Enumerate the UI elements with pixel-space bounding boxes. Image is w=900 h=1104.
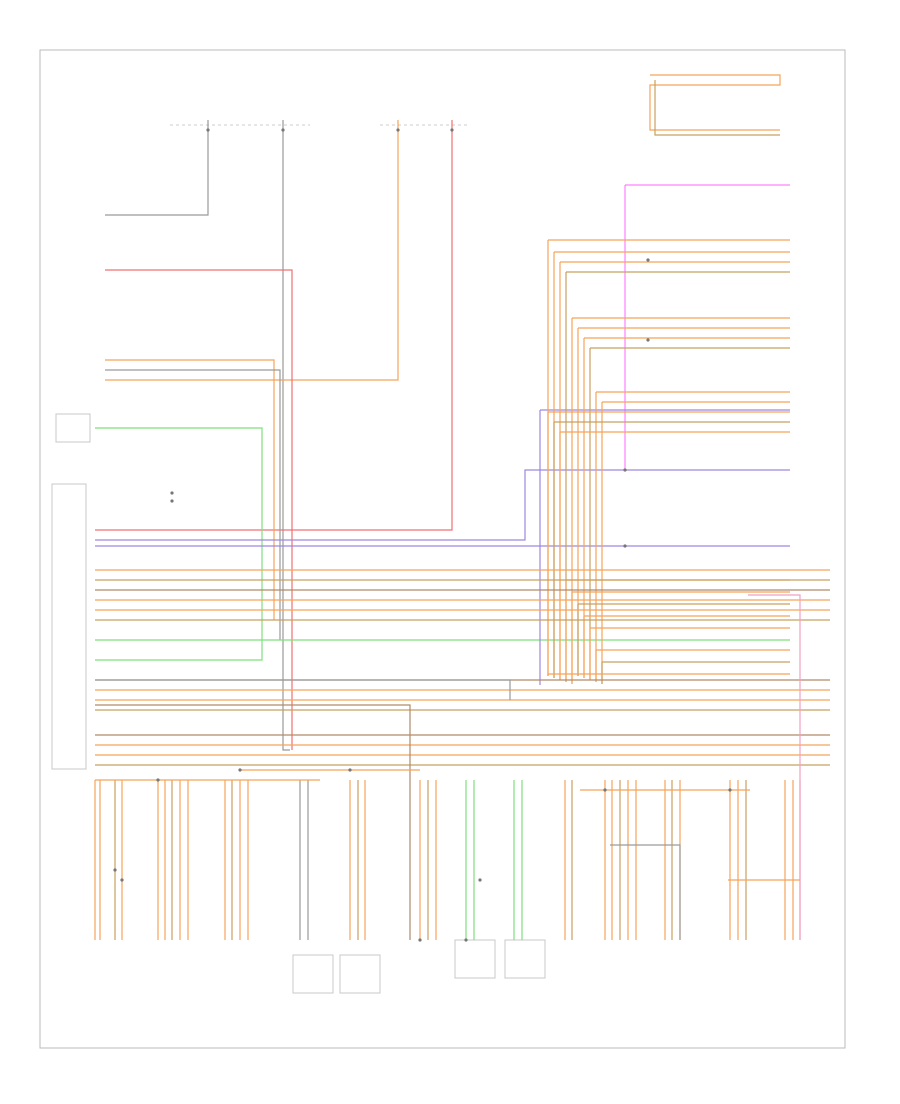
component-box-4	[504, 939, 546, 979]
wire-layer	[94, 74, 830, 940]
splice-point	[348, 768, 352, 772]
left-module-small	[55, 413, 91, 443]
splice-point	[281, 128, 285, 132]
splice-point	[646, 258, 650, 262]
component-box-3	[454, 939, 496, 979]
wire-10	[95, 469, 790, 541]
wire-59	[654, 80, 780, 136]
splice-point	[396, 128, 400, 132]
splice-point	[623, 544, 627, 548]
wire-2	[282, 120, 290, 751]
wire-8	[95, 427, 263, 661]
wire-6	[105, 359, 275, 620]
splice-point	[603, 788, 607, 792]
splice-point	[623, 468, 627, 472]
splice-point	[170, 491, 174, 495]
splice-point	[464, 938, 468, 942]
wire-75	[95, 704, 411, 940]
splice-point	[120, 878, 124, 882]
splice-point	[646, 338, 650, 342]
component-box-2	[339, 954, 381, 994]
wire-4	[95, 120, 453, 531]
splice-point	[450, 128, 454, 132]
wire-121	[610, 844, 681, 940]
wire-3	[105, 120, 399, 381]
splice-point	[113, 868, 117, 872]
splice-point	[238, 768, 242, 772]
splice-point	[170, 499, 174, 503]
wire-7	[105, 369, 281, 640]
left-module-main	[51, 483, 87, 770]
splice-point	[156, 778, 160, 782]
wire-58	[649, 74, 781, 131]
wire-74	[95, 679, 511, 700]
wire-5	[105, 269, 293, 750]
diagram-frame	[39, 49, 846, 1049]
wire-120	[748, 594, 801, 940]
pin-layer	[113, 128, 732, 942]
splice-point	[418, 938, 422, 942]
component-box-1	[292, 954, 334, 994]
splice-point	[728, 788, 732, 792]
splice-point	[478, 878, 482, 882]
splice-point	[206, 128, 210, 132]
wire-1	[105, 120, 209, 216]
bottom-components	[292, 939, 546, 994]
